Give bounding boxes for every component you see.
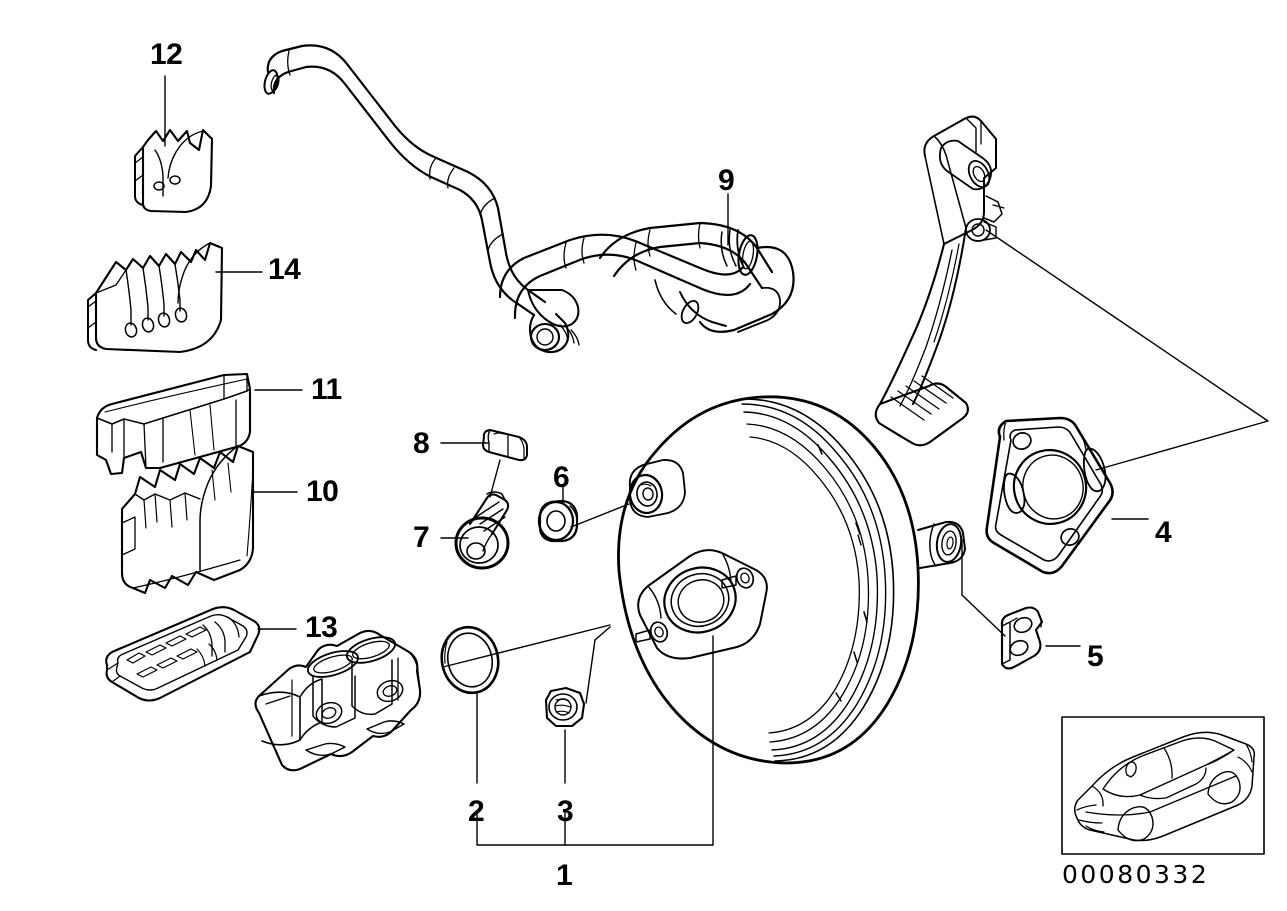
part-5-bracket [1000, 606, 1044, 670]
callout-6-grommet[interactable]: 6 [553, 461, 570, 494]
part-14-connector-housing [87, 241, 224, 354]
vehicle-thumbnail [1061, 716, 1265, 855]
bracket-1 [476, 635, 714, 846]
part-7-check-valve [454, 491, 510, 570]
leader-8b [489, 459, 501, 498]
part-8-clip [482, 429, 528, 462]
part-6-grommet [537, 499, 579, 543]
brake-pedal-assembly [874, 115, 1005, 447]
leader-5a [961, 539, 1006, 637]
callout-10-lower-trim-cover[interactable]: 10 [306, 475, 339, 508]
part-12-bearing-block [134, 128, 214, 214]
callout-1-brake-booster-assembly[interactable]: 1 [556, 859, 573, 892]
callout-2-sealing-ring[interactable]: 2 [468, 795, 485, 828]
part-10-lower-cover [120, 444, 255, 595]
callout-5-retaining-bracket[interactable]: 5 [1087, 640, 1104, 673]
callout-14-connector-housing[interactable]: 14 [268, 253, 301, 286]
callout-13-cover-panel[interactable]: 13 [305, 611, 338, 644]
leader-pedal-gasket [985, 229, 1269, 471]
callout-4-mounting-gasket-plate[interactable]: 4 [1155, 516, 1172, 549]
part-11-upper-cover [95, 372, 252, 476]
part-1-brake-booster [617, 395, 966, 765]
master-cylinder [254, 629, 422, 772]
leader-2a [442, 624, 611, 668]
callout-3-hex-nut[interactable]: 3 [557, 795, 574, 828]
callout-7-vacuum-check-valve[interactable]: 7 [413, 521, 430, 554]
callout-9-vacuum-hose[interactable]: 9 [718, 164, 735, 197]
callout-12-pedal-bearing-block[interactable]: 12 [150, 38, 183, 71]
callout-8-hose-clip[interactable]: 8 [413, 427, 430, 460]
part-9-vacuum-hose [263, 44, 795, 354]
leader-3b [594, 626, 611, 641]
part-3-hex-nut [544, 686, 586, 728]
leader-3a [585, 639, 596, 704]
callout-11-upper-trim-cover[interactable]: 11 [311, 373, 342, 406]
leader-6b [570, 503, 630, 528]
diagram-id-label: 00080332 [1062, 860, 1210, 889]
part-4-gasket-plate [985, 416, 1114, 575]
